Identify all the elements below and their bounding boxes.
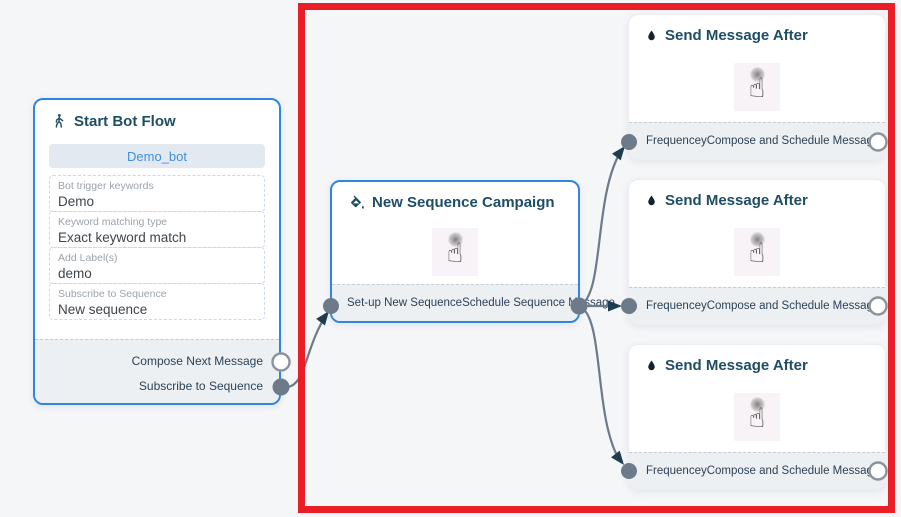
water-drop-icon: [648, 30, 655, 40]
send-node-footer: Frequencey Compose and Schedule Message: [629, 287, 885, 324]
send-node-body: ☝: [629, 218, 885, 286]
send-node-title: Send Message After: [665, 27, 808, 44]
start-node-fields: Bot trigger keywords Demo Keyword matchi…: [49, 175, 265, 320]
edge-sequence-to-send-3: [578, 304, 621, 462]
new-sequence-campaign-node[interactable]: New Sequence Campaign ☝ Set-up New Seque…: [330, 180, 615, 323]
port-label-compose-schedule: Compose and Schedule Message: [706, 300, 880, 312]
edge-subscribe-to-sequence: [280, 313, 328, 389]
send-message-after-node-2[interactable]: Send Message After ☝ Frequencey Compose …: [628, 179, 886, 325]
field-value: New sequence: [58, 302, 148, 317]
sequence-node-body: ☝: [332, 220, 578, 283]
hand-pointer-glyph: ☝: [748, 238, 766, 269]
field-label: Subscribe to Sequence: [58, 288, 167, 300]
touch-ripple-icon: [447, 231, 463, 247]
arrowhead-icon: [612, 146, 625, 161]
port-label-setup-new-sequence: Set-up New Sequence: [347, 297, 463, 309]
arrowhead-icon: [611, 450, 624, 465]
hand-pointer-glyph: ☝: [748, 73, 766, 104]
field-label: Add Label(s): [58, 252, 118, 264]
water-drop-icon: [648, 195, 655, 205]
send-node-footer: Frequencey Compose and Schedule Message: [629, 122, 885, 159]
start-node-footer: Compose Next Message Subscribe to Sequen…: [35, 339, 279, 403]
port-label-frequency: Frequencey: [646, 465, 707, 477]
send-node-footer: Frequencey Compose and Schedule Message: [629, 452, 885, 489]
send-node-body: ☝: [629, 383, 885, 451]
hand-pointer-icon[interactable]: ☝: [734, 393, 780, 441]
edge-sequence-to-send-1: [578, 150, 622, 308]
hand-pointer-glyph: ☝: [446, 237, 464, 269]
send-node-header: Send Message After: [629, 345, 885, 378]
field-label: Bot trigger keywords: [58, 180, 154, 192]
field-keyword-matching-type[interactable]: Keyword matching type Exact keyword matc…: [49, 211, 265, 248]
hand-pointer-icon[interactable]: ☝: [734, 228, 780, 276]
field-label: Keyword matching type: [58, 216, 168, 228]
start-node-title: Start Bot Flow: [74, 112, 176, 130]
sequence-node-header: New Sequence Campaign: [332, 182, 578, 215]
hand-pointer-icon[interactable]: ☝: [432, 227, 478, 276]
hand-pointer-glyph: ☝: [748, 403, 766, 434]
port-label-frequency: Frequencey: [646, 300, 707, 312]
output-row-compose-next-message: Compose Next Message: [35, 348, 263, 373]
touch-ripple-icon: [749, 232, 765, 247]
field-subscribe-to-sequence[interactable]: Subscribe to Sequence New sequence: [49, 283, 265, 320]
paint-bucket-icon: [351, 195, 364, 209]
field-value: demo: [58, 266, 92, 281]
person-walking-icon: [55, 114, 64, 128]
port-label-schedule-sequence-message: Schedule Sequence Message: [462, 297, 615, 309]
touch-ripple-icon: [749, 67, 765, 82]
port-label-compose-schedule: Compose and Schedule Message: [706, 465, 880, 477]
output-row-subscribe-to-sequence: Subscribe to Sequence: [35, 373, 263, 398]
sequence-node-footer: Set-up New Sequence Schedule Sequence Me…: [332, 284, 615, 321]
port-label-compose-schedule: Compose and Schedule Message: [706, 135, 880, 147]
hand-pointer-icon[interactable]: ☝: [734, 63, 780, 111]
field-value: Exact keyword match: [58, 230, 187, 245]
field-add-labels[interactable]: Add Label(s) demo: [49, 247, 265, 284]
field-value: Demo: [58, 194, 95, 209]
field-bot-trigger-keywords[interactable]: Bot trigger keywords Demo: [49, 175, 265, 212]
port-label: Compose Next Message: [131, 353, 263, 368]
send-node-header: Send Message After: [629, 15, 885, 48]
water-drop-icon: [648, 360, 655, 370]
port-label-frequency: Frequencey: [646, 135, 707, 147]
send-node-title: Send Message After: [665, 357, 808, 374]
port-label: Subscribe to Sequence: [138, 378, 263, 393]
send-message-after-node-3[interactable]: Send Message After ☝ Frequencey Compose …: [628, 344, 886, 490]
start-bot-flow-header: Start Bot Flow: [35, 100, 279, 134]
sequence-node-title: New Sequence Campaign: [372, 194, 555, 211]
send-node-title: Send Message After: [665, 192, 808, 209]
send-node-body: ☝: [629, 53, 885, 121]
send-message-after-node-1[interactable]: Send Message After ☝ Frequencey Compose …: [628, 14, 886, 160]
send-node-header: Send Message After: [629, 180, 885, 213]
bot-name-button[interactable]: Demo_bot: [49, 144, 265, 168]
touch-ripple-icon: [749, 397, 765, 412]
start-bot-flow-node[interactable]: Start Bot Flow Demo_bot Bot trigger keyw…: [33, 98, 281, 405]
